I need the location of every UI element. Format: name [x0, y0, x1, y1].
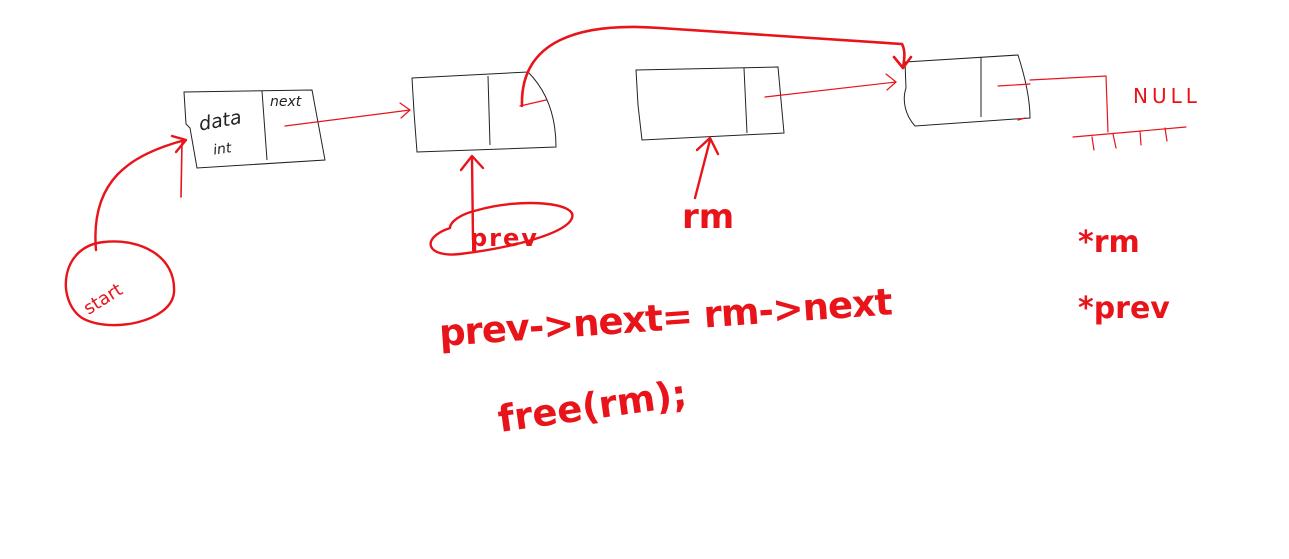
node-4-tail-stroke [1017, 117, 1026, 121]
null-ground-ticks [1091, 127, 1168, 151]
node-1-data-sub-label: int [212, 140, 233, 158]
null-line [1029, 75, 1109, 133]
arrow-start-to-node1-head [170, 134, 188, 154]
arrow-prev-bypass-to-node4 [520, 25, 906, 108]
null-label: NULL [1133, 84, 1201, 108]
arrow-prev-bypass-tail [519, 99, 547, 107]
start-circle [64, 240, 176, 327]
arrow-node4-to-null [997, 83, 1031, 87]
arrow-node3-to-node4-head [885, 73, 897, 91]
arrow-node1-to-node2-head [399, 102, 411, 119]
node-3-divider [743, 67, 748, 134]
null-ground-symbol [1029, 75, 1187, 151]
arrow-node3-to-node4 [764, 81, 897, 98]
node-1-data-label: data [197, 106, 243, 135]
declaration-rm: *rm [1078, 225, 1140, 260]
node-1 [183, 89, 326, 169]
node-2-divider [487, 75, 491, 146]
node-3-box [635, 66, 785, 141]
arrow-prev-to-node2-head [459, 154, 485, 172]
node-2-box [411, 71, 557, 153]
node-1-next-label: next [270, 94, 302, 110]
prev-label: prev [470, 224, 539, 252]
arrow-rm-to-node3-head [695, 136, 720, 156]
start-label: start [80, 279, 127, 319]
code-line-1: prev->next= rm->next [438, 280, 894, 355]
null-ground-bar [1072, 126, 1187, 138]
node-3 [635, 66, 785, 141]
arrow-rm-to-node3 [693, 138, 712, 200]
arrow-start-to-node1 [94, 138, 187, 252]
start-pointer-stroke [180, 141, 183, 198]
arrow-prev-bypass-head [892, 55, 913, 70]
node-4 [903, 54, 1031, 127]
node-1-divider [261, 90, 268, 161]
node-4-box [903, 54, 1031, 127]
arrow-prev-to-node2 [470, 156, 475, 242]
node-2 [411, 71, 557, 153]
code-line-2: free(rm); [495, 372, 689, 441]
arrow-node1-to-node2 [284, 109, 411, 127]
rm-label: rm [682, 197, 734, 237]
prev-circle [429, 201, 574, 256]
declaration-prev: *prev [1078, 291, 1170, 326]
node-1-box [183, 89, 326, 169]
